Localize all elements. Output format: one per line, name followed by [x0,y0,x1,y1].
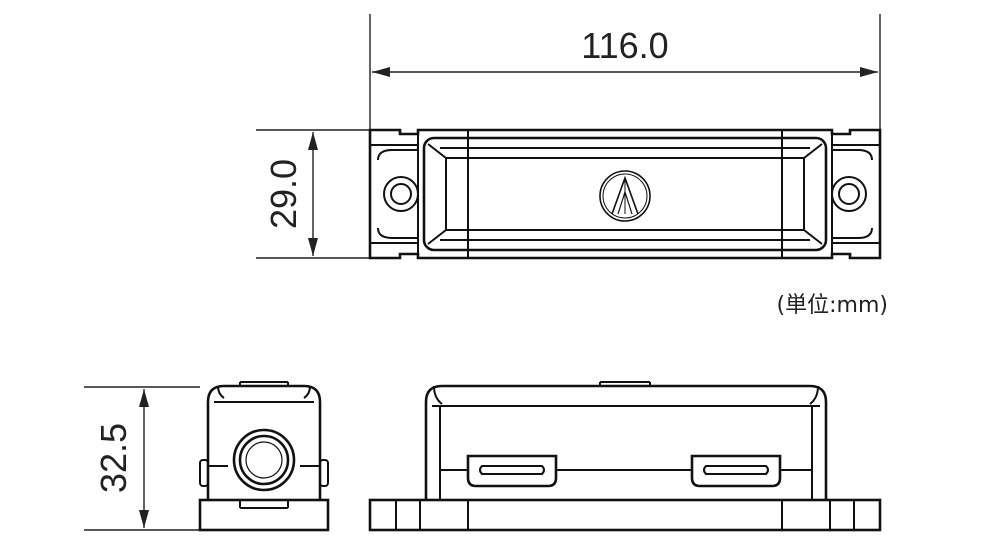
depth-label: 29.0 [263,159,304,229]
brand-logo-icon [599,170,651,222]
left-mounting-hole [383,176,419,212]
unit-note: (単位:mm) [777,293,888,318]
left-clip [466,454,558,488]
depth-dimension: 29.0 [256,129,372,259]
width-dimension: 116.0 [369,14,881,130]
end-view: 32.5 [84,381,330,532]
width-label: 116.0 [581,25,668,66]
right-mounting-hole [831,176,867,212]
right-clip [690,454,782,488]
front-view [368,381,882,532]
height-label: 32.5 [93,423,134,493]
top-view-body [368,128,882,260]
cable-port [232,428,296,492]
height-dimension: 32.5 [84,386,200,531]
top-view: 116.0 29.0 [256,14,882,260]
